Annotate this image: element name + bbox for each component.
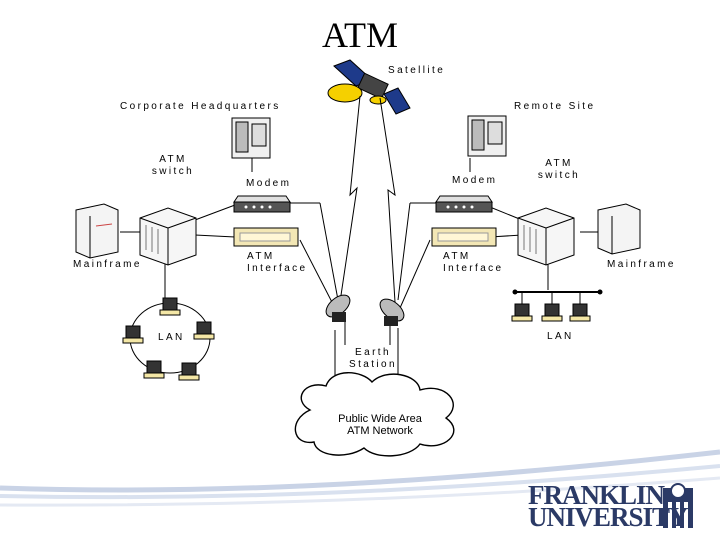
atm-switch-label-right: ATM switch	[537, 158, 581, 181]
atm-interface-card-left	[233, 227, 299, 247]
lan-label-left: LAN	[158, 332, 185, 343]
mainframe-icon-left	[75, 203, 119, 259]
remote-site-label: Remote Site	[514, 101, 596, 112]
atm-interface-label-right: ATM Interface	[443, 251, 504, 274]
franklin-logo-emblem	[663, 483, 693, 528]
satellite-icon	[327, 59, 411, 115]
lan-bus-right	[512, 289, 603, 295]
mainframe-label-right: Mainframe	[607, 259, 676, 270]
lan-workstations-left	[122, 297, 215, 381]
modem-icon-right	[435, 195, 493, 213]
atm-interface-card-right	[431, 227, 497, 247]
logo-line-1: FRANKLIN	[528, 480, 665, 510]
atm-switch-label-left: ATM switch	[151, 154, 195, 177]
slide-title: ATM	[321, 15, 398, 55]
atm-switch-icon-left	[139, 207, 197, 266]
mainframe-icon-right	[597, 203, 641, 255]
bottom-decorative-bands	[0, 449, 720, 507]
modem-icon-left	[233, 195, 291, 213]
logo-line-2: UNIVERSITY	[528, 502, 689, 532]
earth-station-label: Earth Station	[349, 347, 397, 370]
phone-icon-right	[467, 115, 507, 157]
dish-icon-right	[379, 298, 405, 326]
lan-label-right: LAN	[547, 331, 574, 342]
modem-label-right: Modem	[452, 175, 498, 186]
modem-label-left: Modem	[246, 178, 292, 189]
lan-workstations-right	[511, 292, 591, 322]
wan-cloud-label: Public Wide Area ATM Network	[338, 413, 422, 437]
dish-icon-left	[325, 294, 351, 322]
mainframe-label-left: Mainframe	[73, 259, 142, 270]
atm-interface-label-left: ATM Interface	[247, 251, 308, 274]
corporate-hq-label: Corporate Headquarters	[120, 101, 281, 112]
satellite-label: Satellite	[388, 65, 446, 76]
phone-icon-left	[231, 117, 271, 159]
satellite-links	[339, 95, 396, 303]
wan-cloud	[294, 372, 455, 457]
atm-switch-icon-right	[517, 207, 575, 266]
franklin-university-logo: FRANKLIN UNIVERSITY	[528, 480, 698, 532]
